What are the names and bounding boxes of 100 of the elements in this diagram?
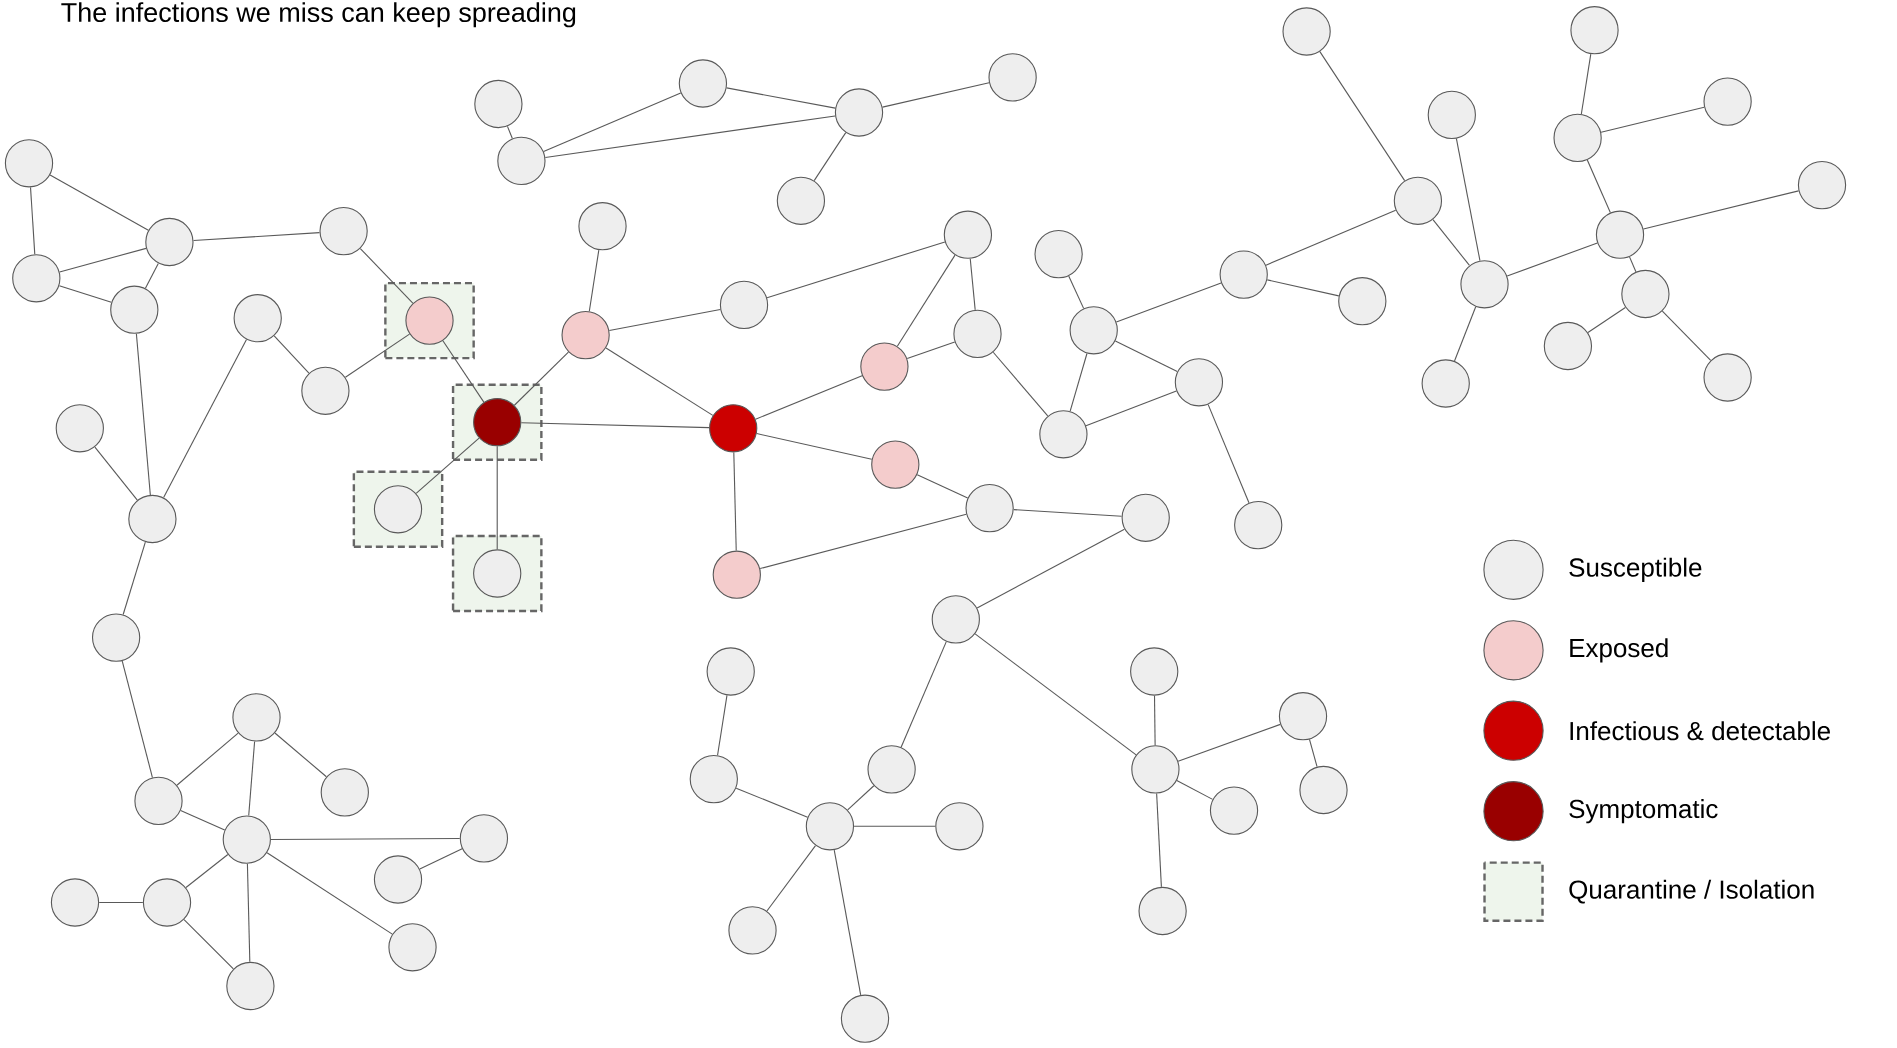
connection-line (543, 92, 682, 152)
network-node (1338, 277, 1387, 326)
network-node (867, 745, 916, 794)
connection-line (1661, 310, 1712, 361)
connection-line (906, 341, 956, 360)
connection-line (94, 446, 138, 501)
network-node (373, 855, 423, 904)
network-node (405, 296, 454, 345)
network-node (474, 79, 523, 129)
connection-line (969, 258, 976, 311)
connection-line (759, 513, 967, 570)
connection-line (59, 247, 147, 273)
network-node (55, 404, 104, 453)
network-node (840, 994, 890, 1043)
network-node (871, 440, 920, 489)
network-node (1219, 250, 1268, 299)
network-node (1278, 692, 1328, 741)
connection-line (183, 919, 234, 970)
network-node (965, 483, 1014, 533)
connection-line (58, 285, 112, 303)
network-node (719, 280, 769, 330)
connection-line (717, 694, 728, 756)
connection-line (755, 375, 863, 420)
network-node (1421, 359, 1470, 408)
network-node (805, 802, 855, 851)
connection-line (1013, 509, 1123, 517)
network-node (709, 404, 758, 453)
connection-line (974, 633, 1137, 756)
connection-line (185, 854, 229, 889)
network-node (1543, 321, 1593, 371)
connection-line (274, 732, 327, 778)
connection-line (976, 528, 1125, 609)
connection-line (853, 825, 936, 827)
connection-line (1177, 723, 1281, 762)
network-node (373, 485, 423, 534)
connection-line (735, 787, 809, 818)
connection-line (588, 249, 600, 312)
network-node (320, 768, 369, 817)
connection-line (176, 732, 239, 786)
network-node (1570, 6, 1619, 55)
legend-label: Quarantine / Isolation (1569, 879, 1814, 904)
connection-line (1265, 209, 1397, 266)
network-node (1039, 410, 1088, 459)
connection-line (442, 340, 485, 403)
connection-line (513, 351, 569, 406)
connection-line (273, 335, 310, 374)
network-node (222, 815, 271, 864)
connection-line (1580, 53, 1592, 115)
connection-line (180, 810, 226, 831)
connection-line (192, 232, 321, 242)
connection-line (248, 740, 256, 817)
connection-line (1642, 190, 1800, 230)
connection-line (270, 837, 461, 841)
network-node (1174, 358, 1224, 407)
connection-line (1506, 242, 1598, 277)
network-node (1034, 229, 1083, 279)
network-node (712, 550, 761, 599)
legend-label: Symptomatic (1569, 799, 1718, 824)
network-node (497, 136, 546, 186)
connection-line (1319, 51, 1406, 182)
connection-line (49, 174, 149, 231)
network-node (1299, 765, 1348, 815)
network-node (834, 88, 884, 137)
connection-line (121, 660, 153, 779)
network-node (988, 53, 1037, 102)
network-node (232, 693, 281, 742)
connection-line (1114, 340, 1178, 373)
connection-line (1156, 792, 1162, 888)
connection-line (135, 333, 151, 496)
network-node (1393, 176, 1443, 225)
network-node (1621, 269, 1670, 319)
connection-line (992, 351, 1049, 417)
network-node (689, 754, 738, 804)
connection-line (1069, 352, 1088, 412)
connection-line (163, 339, 248, 499)
network-node (931, 595, 980, 644)
network-node (110, 285, 159, 334)
connection-line (733, 451, 737, 552)
network-node (1138, 886, 1187, 936)
connection-line (605, 347, 714, 416)
connection-line (520, 422, 710, 429)
legend-label: Exposed (1570, 638, 1668, 663)
network-node (473, 398, 522, 447)
connection-line (1628, 256, 1637, 273)
connection-line (1207, 404, 1250, 504)
legend-label: Infectious & detectable (1570, 721, 1830, 741)
connection-line (882, 82, 990, 108)
network-node (233, 294, 282, 343)
network-node (1131, 745, 1180, 794)
network-node (776, 176, 826, 225)
connection-line (1586, 159, 1611, 214)
connection-line (896, 254, 956, 347)
network-node (1121, 493, 1170, 542)
network-node (728, 906, 777, 955)
network-node (50, 878, 100, 927)
connection-line (1600, 106, 1705, 133)
network-node (561, 310, 610, 360)
network-node (145, 217, 194, 267)
connection-line (266, 852, 393, 935)
network-node (134, 776, 183, 826)
